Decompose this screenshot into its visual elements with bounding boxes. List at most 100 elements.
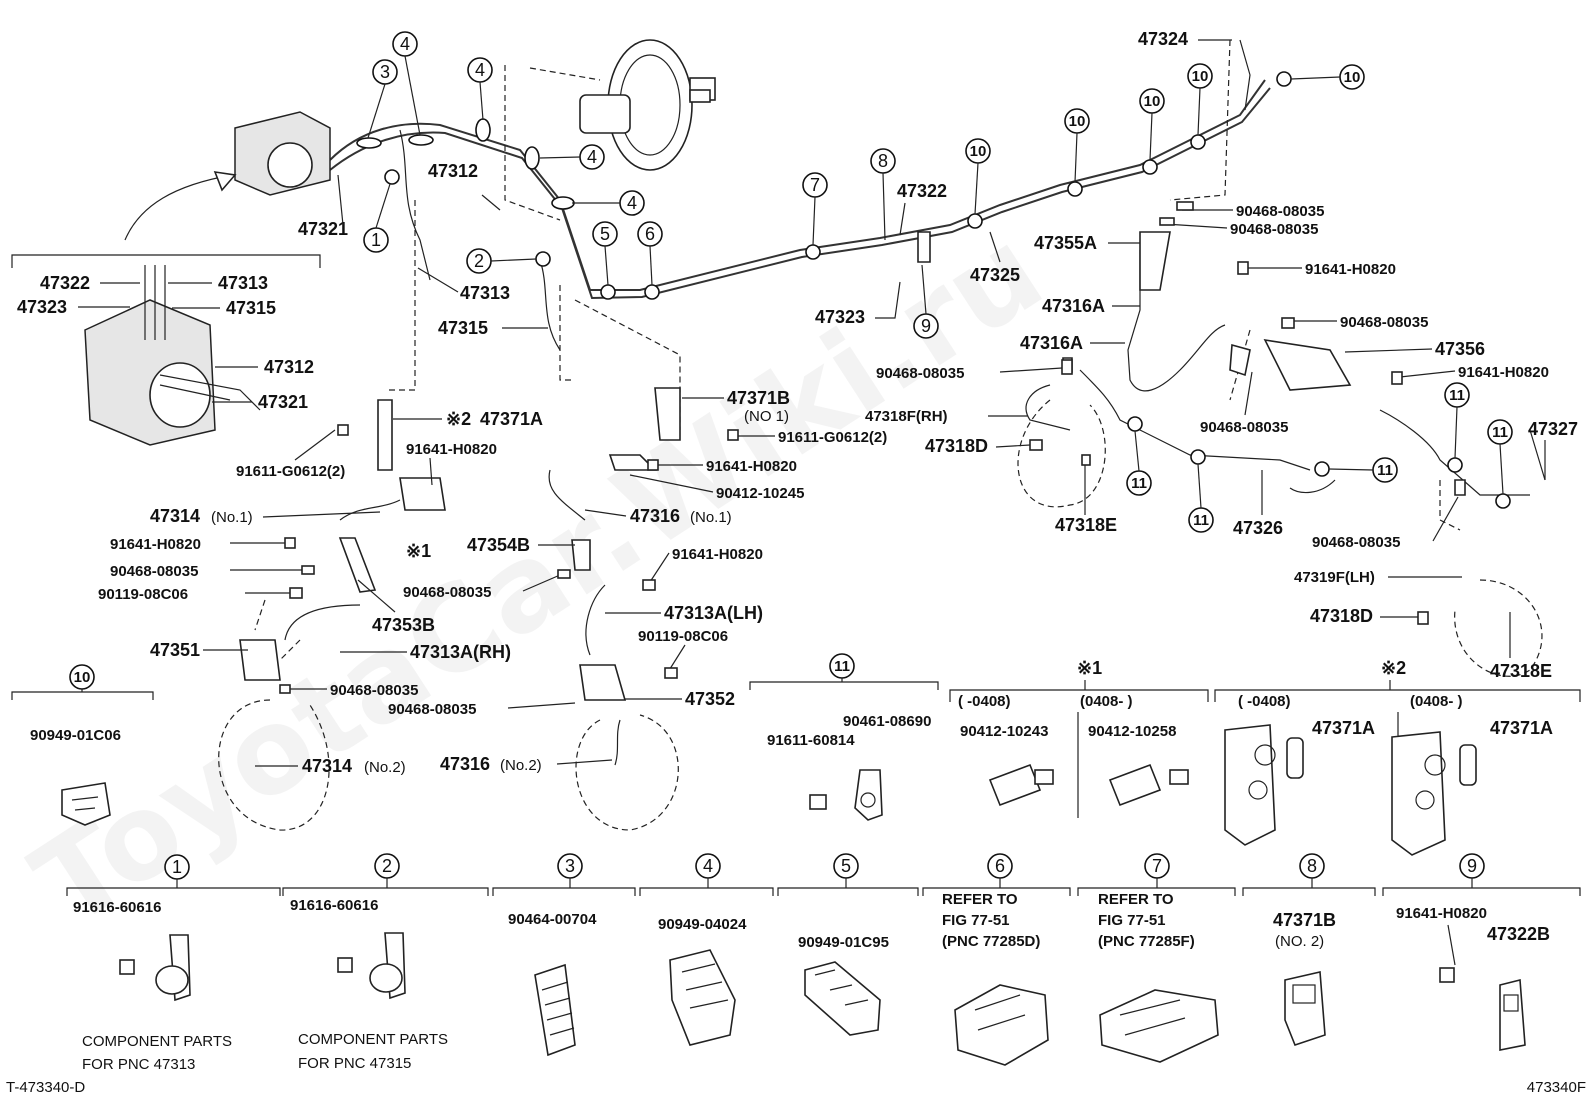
svg-text:10: 10: [1144, 93, 1161, 110]
callout-1: 1: [363, 227, 389, 253]
label-47371A: 47371A: [480, 409, 543, 429]
callout-leaders: [367, 55, 1504, 509]
svg-text:8: 8: [878, 151, 888, 171]
label-47316A-2: 47316A: [1020, 333, 1083, 353]
svg-text:10: 10: [970, 143, 987, 160]
detail-10-part: 90949-01C06: [30, 727, 121, 744]
detail-panel-9: 9 91641-H0820 47322B: [1382, 853, 1581, 1051]
callout-3: 3: [372, 59, 398, 85]
detail-1-part: 91616-60616: [73, 899, 161, 916]
callout-5: 5: [592, 221, 618, 247]
svg-text:11: 11: [1193, 512, 1209, 529]
detail-x1-range-b: (0408- ): [1080, 693, 1133, 710]
inset-label-47315: 47315: [226, 298, 276, 318]
svg-text:5: 5: [841, 856, 851, 876]
mid-brackets: [239, 231, 1466, 701]
part-90468-08035: 90468-08035: [1236, 203, 1324, 220]
part-91641-H0820: 91641-H0820: [672, 546, 763, 563]
svg-text:※2: ※2: [1381, 658, 1406, 678]
label-47315: 47315: [438, 318, 488, 338]
detail-11-part-b: 91611-60814: [767, 732, 855, 749]
part-91641-H0820: 91641-H0820: [110, 536, 201, 553]
wheel-outlines: [218, 399, 1543, 831]
footer-left-code: T-473340-D: [6, 1079, 85, 1096]
part-90468-08035: 90468-08035: [110, 563, 198, 580]
callout-11-d: 11: [1126, 470, 1152, 496]
label-47371B: 47371B: [727, 388, 790, 408]
label-47354B: 47354B: [467, 535, 530, 555]
svg-text:4: 4: [703, 856, 713, 876]
detail-panel-7: 7 REFER TO FIG 77-51 (PNC 77285F): [1077, 853, 1236, 1063]
detail-9-part-b: 47322B: [1487, 924, 1550, 944]
fastener-part-numbers: 90468-08035 90468-08035 91641-H0820 9046…: [98, 203, 1549, 718]
detail-x2-range-a: ( -0408): [1238, 693, 1291, 710]
callout-4-a: 4: [392, 31, 418, 57]
label-47371B-sub: (NO 1): [744, 408, 789, 425]
detail-2-part: 91616-60616: [290, 897, 378, 914]
part-90468-08035: 90468-08035: [388, 701, 476, 718]
detail-1-note-1: COMPONENT PARTS: [82, 1033, 232, 1050]
part-90412-10245: 90412-10245: [716, 485, 804, 502]
svg-text:4: 4: [627, 193, 637, 213]
callout-4-c: 4: [579, 144, 605, 170]
label-47316-2-sub: (No.2): [500, 757, 542, 774]
label-47313: 47313: [460, 283, 510, 303]
callout-11-e: 11: [1188, 507, 1214, 533]
callout-10-d: 10: [1187, 63, 1213, 89]
part-90468-08035: 90468-08035: [403, 584, 491, 601]
detail-panel-mark-2: ※2 ( -0408) (0408- ) 47371A 47371A: [1214, 658, 1581, 856]
svg-text:2: 2: [382, 856, 392, 876]
label-47314-2-sub: (No.2): [364, 759, 406, 776]
detail-panel-1: 1 91616-60616 COMPONENT PARTS FOR PNC 47…: [66, 854, 281, 1073]
svg-text:8: 8: [1307, 856, 1317, 876]
label-47313A-LH: 47313A(LH): [664, 603, 763, 623]
callout-10-a: 10: [965, 138, 991, 164]
detail-panel-4: 4 90949-04024: [639, 853, 774, 1046]
label-47355A: 47355A: [1034, 233, 1097, 253]
label-47314-2: 47314: [302, 756, 352, 776]
part-90119-08C06: 90119-08C06: [98, 586, 188, 603]
callout-10-b: 10: [1064, 108, 1090, 134]
svg-text:11: 11: [1492, 424, 1508, 441]
part-91641-H0820: 91641-H0820: [406, 441, 497, 458]
label-47318D-l: 47318D: [1310, 606, 1373, 626]
label-47316-1: 47316: [630, 506, 680, 526]
detail-1-note-2: FOR PNC 47313: [82, 1056, 195, 1073]
inset-label-47313: 47313: [218, 273, 268, 293]
callout-7: 7: [802, 172, 828, 198]
detail-panel-mark-1: ※1 ( -0408) (0408- ) 90412-10243 90412-1…: [949, 658, 1209, 818]
inset-label-47323: 47323: [17, 297, 67, 317]
svg-text:10: 10: [74, 669, 91, 686]
callout-10-e: 10: [1339, 64, 1365, 90]
brake-booster: [579, 39, 716, 171]
part-90468-08035: 90468-08035: [1200, 419, 1288, 436]
detail-6-ref-1: REFER TO: [942, 891, 1018, 908]
svg-text:4: 4: [587, 147, 597, 167]
label-47351: 47351: [150, 640, 200, 660]
detail-x1-part-b: 90412-10258: [1088, 723, 1176, 740]
part-90468-08035: 90468-08035: [330, 682, 418, 699]
detail-x2-part-b: 47371A: [1490, 718, 1553, 738]
svg-text:3: 3: [380, 62, 390, 82]
label-47318D-r: 47318D: [925, 436, 988, 456]
part-91611-G0612: 91611-G0612(2): [236, 463, 345, 480]
svg-text:7: 7: [1152, 856, 1162, 876]
part-90468-08035: 90468-08035: [1230, 221, 1318, 238]
detail-panel-11: 11 90461-08690 91611-60814: [749, 653, 939, 821]
svg-text:10: 10: [1344, 69, 1361, 86]
svg-text:1: 1: [371, 230, 381, 250]
footer-right-code: 473340F: [1527, 1079, 1586, 1096]
label-47324: 47324: [1138, 29, 1188, 49]
detail-5-part: 90949-01C95: [798, 934, 889, 951]
detail-6-ref-2: FIG 77-51: [942, 912, 1010, 929]
detail-panel-3: 3 90464-00704: [492, 853, 636, 1057]
fastener-glyphs: [279, 201, 1429, 694]
svg-text:1: 1: [172, 857, 182, 877]
label-47318F: 47318F(RH): [865, 408, 948, 425]
detail-2-note-1: COMPONENT PARTS: [298, 1031, 448, 1048]
callout-6: 6: [637, 221, 663, 247]
detail-4-part: 90949-04024: [658, 916, 747, 933]
part-91611-G0612: 91611-G0612(2): [778, 429, 887, 446]
label-47316-1-sub: (No.1): [690, 509, 732, 526]
detail-panel-6: 6 REFER TO FIG 77-51 (PNC 77285D): [922, 853, 1071, 1066]
